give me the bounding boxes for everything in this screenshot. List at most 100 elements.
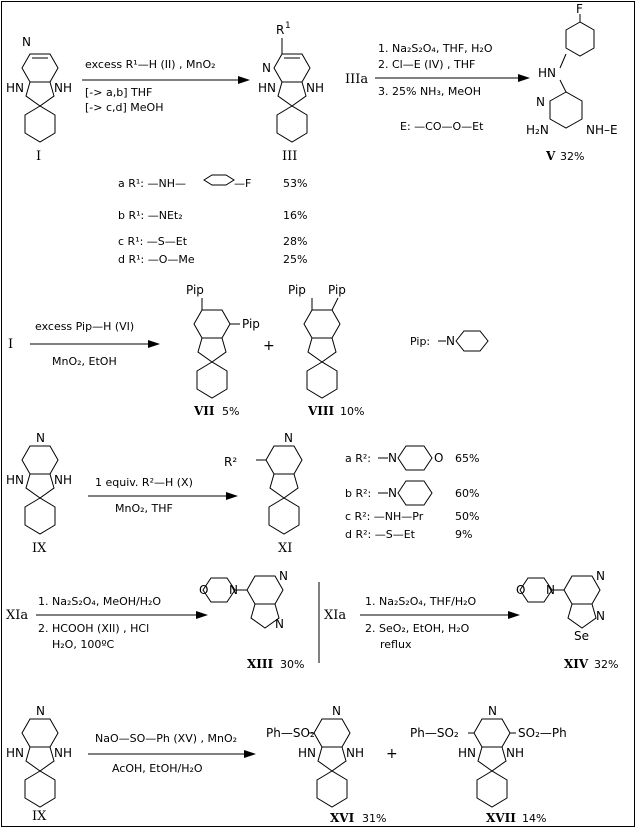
- compound-label-IX-row5: IX: [32, 809, 47, 824]
- PhSO2-group: Ph—SO₂: [410, 726, 459, 740]
- atom-N: N: [36, 704, 45, 718]
- atom-HN: HN: [458, 746, 476, 760]
- atom-N: N: [546, 583, 555, 597]
- phenyl-ring: [203, 174, 235, 186]
- atom-R2: R²: [224, 455, 237, 469]
- atom-NH: NH: [54, 746, 72, 760]
- atom-N: N: [275, 617, 284, 631]
- atom-HN: HN: [298, 746, 316, 760]
- r2-item-b: b R²:: [345, 487, 371, 500]
- r2-item-a: a R²:: [345, 452, 371, 465]
- compound-I-structure: N HN NH: [6, 35, 72, 143]
- atom-Pip-1: Pip: [186, 283, 204, 297]
- row3-cond-line2: MnO₂, THF: [115, 502, 173, 515]
- r1-item-b: b R¹: —NEt₂: [118, 209, 183, 222]
- piperidine-N: N: [388, 486, 397, 500]
- piperidine-ring: [455, 330, 489, 352]
- atom-HN: HN: [258, 81, 276, 95]
- compound-label-XIV: XIV: [564, 657, 589, 671]
- cond2-line3: 3. 25% NH₃, MeOH: [378, 85, 481, 98]
- compound-XVII-structure: Ph—SO₂ SO₂—Ph N HN NH: [410, 704, 567, 808]
- compound-label-VIII: VIII: [307, 404, 335, 418]
- row3-cond-line1: 1 equiv. R²—H (X): [95, 476, 193, 489]
- r1-item-a-tail: —F: [234, 177, 251, 190]
- atom-NH: NH: [54, 473, 72, 487]
- yield-XIII: 30%: [280, 658, 304, 671]
- atom-NH: NH: [506, 746, 524, 760]
- atom-N: N: [229, 583, 238, 597]
- row4-right-cond-1: 1. Na₂S₂O₄, THF/H₂O: [365, 595, 477, 608]
- E-definition: E: —CO—O—Et: [400, 120, 484, 133]
- cond2-line1: 1. Na₂S₂O₄, THF, H₂O: [378, 42, 493, 55]
- compound-label-VII: VII: [193, 404, 215, 418]
- compound-label-XVI: XVI: [330, 811, 355, 825]
- atom-N: N: [332, 704, 341, 718]
- atom-R1-sup: 1: [285, 21, 291, 31]
- compound-VII-structure: Pip Pip: [186, 283, 260, 399]
- atom-N: N: [596, 609, 605, 623]
- r1-item-d: d R¹: —O—Me: [118, 253, 195, 266]
- atom-NH: NH: [346, 746, 364, 760]
- compound-XI-structure: R² N: [224, 431, 303, 535]
- atom-N: N: [488, 704, 497, 718]
- morpholine-O: O: [434, 451, 443, 465]
- morpholine-N: N: [388, 451, 397, 465]
- cond1-line3: [-> c,d] MeOH: [85, 101, 163, 114]
- pip-N: N: [446, 334, 455, 348]
- compound-IX-structure: N HN NH: [6, 431, 72, 535]
- r1-yield-b: 16%: [283, 209, 307, 222]
- row2-cond-line2: MnO₂, EtOH: [52, 355, 117, 368]
- row5-cond-line1: NaO—SO—Ph (XV) , MnO₂: [95, 732, 237, 745]
- cond1-line1: excess R¹—H (II) , MnO₂: [85, 58, 216, 71]
- morpholine-ring: [397, 445, 433, 471]
- compound-IX-structure-row5: N HN NH: [6, 704, 72, 808]
- cond1-line2: [-> a,b] THF: [85, 86, 152, 99]
- compound-VIII-structure: Pip Pip: [288, 283, 346, 399]
- compound-label-V: V: [545, 149, 556, 163]
- compound-XIII-structure: N O N N: [199, 569, 288, 631]
- r1-yield-c: 28%: [283, 235, 307, 248]
- compound-label-XIa-right: XIa: [324, 608, 346, 623]
- r1-substituent-list: a R¹: —NH— —F 53% b R¹: —NEt₂ 16% c R¹: …: [118, 174, 307, 266]
- atom-NH-E: NH–E: [586, 123, 618, 137]
- r2-yield-b: 60%: [455, 487, 479, 500]
- r1-yield-a: 53%: [283, 177, 307, 190]
- r2-item-d: d R²: —S—Et: [345, 528, 416, 541]
- r2-yield-d: 9%: [455, 528, 472, 541]
- atom-N: N: [284, 431, 293, 445]
- SO2Ph-group: SO₂—Ph: [518, 726, 567, 740]
- row4-right-cond-3: reflux: [380, 638, 412, 651]
- compound-label-III: III: [282, 149, 297, 164]
- PhSO2-group: Ph—SO₂: [266, 726, 315, 740]
- atom-HN: HN: [6, 746, 24, 760]
- atom-HN: HN: [6, 81, 24, 95]
- r2-yield-a: 65%: [455, 452, 479, 465]
- compound-label-IX: IX: [32, 541, 47, 556]
- r2-substituent-list: a R²: N O 65% b R²: N 60% c R²: —NH—Pr 5…: [345, 445, 479, 541]
- compound-label-XIa-left: XIa: [6, 608, 28, 623]
- row2-cond-line1: excess Pip—H (VI): [35, 320, 134, 333]
- compound-label-I-row2: I: [8, 337, 13, 352]
- atom-F: F: [576, 2, 583, 16]
- atom-HN: HN: [538, 66, 556, 80]
- yield-V: 32%: [560, 150, 584, 163]
- row4-left-cond-3: H₂O, 100ºC: [52, 638, 115, 651]
- atom-Pip-2: Pip: [242, 317, 260, 331]
- compound-XIV-structure: N O N N Se: [516, 569, 605, 643]
- compound-label-XVII: XVII: [486, 811, 516, 825]
- yield-VIII: 10%: [340, 405, 364, 418]
- yield-XIV: 32%: [594, 658, 618, 671]
- plus-row5: +: [386, 746, 398, 762]
- cond2-line2: 2. Cl—E (IV) , THF: [378, 58, 475, 71]
- atom-N: N: [262, 61, 271, 75]
- atom-Pip-1: Pip: [288, 283, 306, 297]
- atom-O: O: [516, 583, 525, 597]
- compound-III-structure: R 1 N HN NH: [258, 21, 324, 143]
- compound-label-IIIa: IIIa: [345, 72, 368, 87]
- r1-item-c: c R¹: —S—Et: [118, 235, 188, 248]
- atom-R1: R: [276, 23, 284, 37]
- yield-XVI: 31%: [362, 812, 386, 825]
- r1-yield-d: 25%: [283, 253, 307, 266]
